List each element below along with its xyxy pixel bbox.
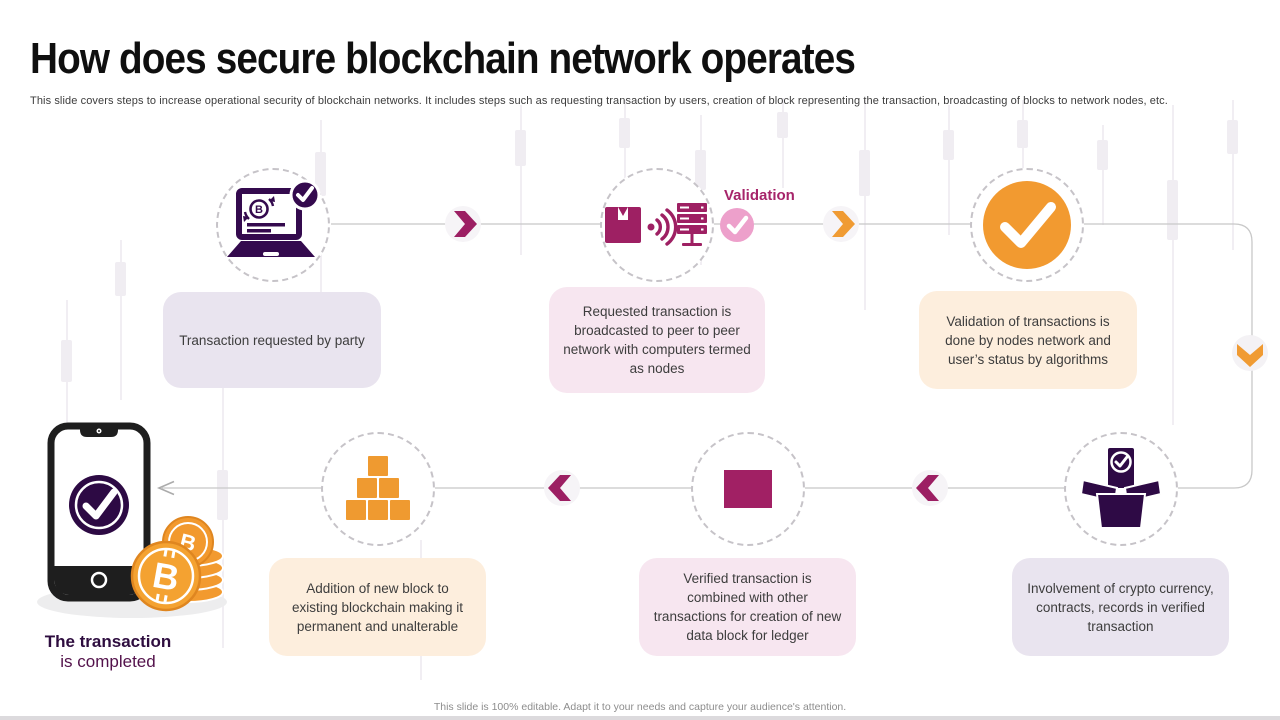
step-text-box: Transaction requested by party	[163, 292, 381, 388]
step-text: Involvement of crypto currency, contract…	[1027, 580, 1214, 634]
candlestick-body	[1097, 140, 1108, 170]
step-text: Requested transaction is broadcasted to …	[563, 304, 751, 376]
candlestick-body	[619, 118, 630, 148]
result-line1: The transaction	[44, 632, 172, 651]
candlestick-wick	[864, 100, 866, 310]
candlestick-wick	[948, 105, 950, 235]
candlestick-wick	[624, 100, 626, 220]
step-circle-validation	[970, 168, 1084, 282]
arrow-down-icon	[1232, 335, 1268, 371]
candlestick-body	[1227, 120, 1238, 154]
candlestick-body	[61, 340, 72, 382]
left-arrowhead-icon	[156, 480, 175, 496]
candlestick-body	[1167, 180, 1178, 240]
slide-footer-note: This slide is 100% editable. Adapt it to…	[433, 701, 847, 713]
candlestick-wick	[520, 105, 522, 255]
step-circle-transaction-request: B	[216, 168, 330, 282]
step-text: Validation of transactions is done by no…	[945, 313, 1111, 367]
slide-bottom-edge	[0, 716, 1280, 720]
candlestick-body	[859, 150, 870, 196]
candlestick-body	[695, 150, 706, 190]
package-broadcast-server-icon	[605, 203, 707, 246]
candlestick-body	[315, 152, 326, 196]
step-text: Verified transaction is combined with ot…	[653, 571, 842, 643]
page-title: How does secure blockchain network opera…	[30, 34, 856, 83]
result-line2: is completed	[60, 652, 156, 671]
arrow-right-icon	[823, 206, 859, 242]
candlestick-wick	[1232, 100, 1234, 250]
blockchain-blocks-pyramid-icon	[346, 456, 410, 520]
step-text: Transaction requested by party	[179, 332, 365, 348]
step-text: Addition of new block to existing blockc…	[291, 580, 464, 634]
step-text-box: Verified transaction is combined with ot…	[639, 558, 856, 656]
candlestick-body	[217, 470, 228, 520]
step-text-box: Addition of new block to existing blockc…	[269, 558, 486, 656]
validation-label: Validation	[724, 187, 795, 204]
laptop-bitcoin-check-icon: B	[227, 179, 321, 257]
candlestick-body	[943, 130, 954, 160]
step-circle-new-block	[321, 432, 435, 546]
data-block-square-icon	[724, 470, 772, 508]
candlestick-wick	[1172, 105, 1174, 425]
slide-subtitle: This slide covers steps to increase oper…	[30, 95, 1168, 107]
arrow-left-icon	[912, 470, 948, 506]
transaction-completed-caption: The transaction is completed	[8, 632, 208, 672]
step-text-box: Involvement of crypto currency, contract…	[1012, 558, 1229, 656]
orange-check-icon	[983, 181, 1071, 269]
open-box-verified-document-icon	[1081, 448, 1161, 529]
candlestick-wick	[1102, 125, 1104, 225]
candlestick-wick	[120, 240, 122, 400]
step-text-box: Validation of transactions is done by no…	[919, 291, 1137, 389]
step-circle-data-block	[691, 432, 805, 546]
candlestick-body	[777, 112, 788, 138]
svg-text:B: B	[255, 204, 263, 216]
candlestick-body	[115, 262, 126, 296]
arrow-right-icon	[445, 206, 481, 242]
candlestick-wick	[66, 300, 68, 475]
step-circle-broadcast	[600, 168, 714, 282]
candlestick-wick	[782, 98, 784, 188]
completed-transaction-illustration: B B	[30, 416, 240, 627]
step-text-box: Requested transaction is broadcasted to …	[549, 287, 765, 393]
smartphone-bitcoin-icon: B B	[37, 422, 227, 618]
arrow-left-icon	[544, 470, 580, 506]
candlestick-body	[515, 130, 526, 166]
validation-check-icon	[720, 208, 754, 242]
candlestick-body	[1017, 120, 1028, 148]
candlestick-wick	[1022, 100, 1024, 210]
step-circle-involvement	[1064, 432, 1178, 546]
